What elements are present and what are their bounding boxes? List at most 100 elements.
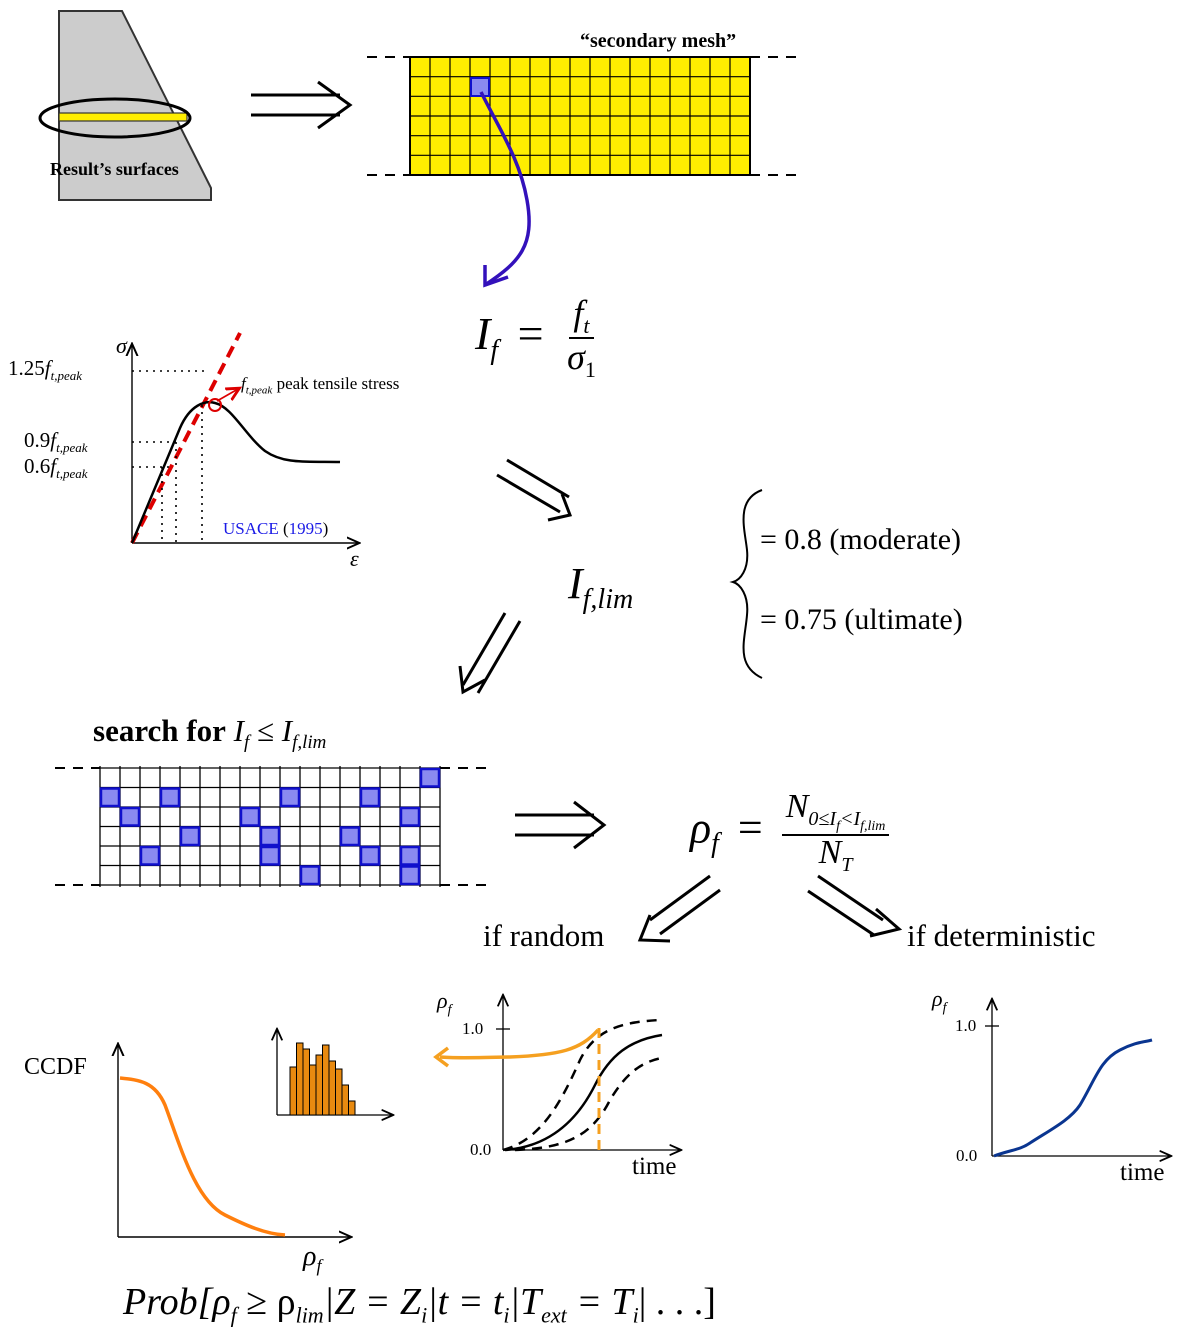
histogram-bar [322,1044,330,1116]
prob-sub-f: f [230,1302,237,1328]
eq-075: = 0.75 [760,603,837,636]
tick-00-random: 0.0 [470,1140,492,1159]
search-sub-f: f [243,732,250,754]
n0-sub: 0≤If<If,lim [808,807,885,834]
usace-year: 1995 [288,519,323,538]
failed-cell [159,787,181,808]
rho-axis-ccdf-sub: f [316,1255,322,1276]
nt-sub: T [841,853,853,876]
n0-symbol: N [785,788,809,825]
tick-125: 1.25ft,peak [8,356,82,383]
implies-arrow-3 [458,612,522,695]
n0-sub-lt: <I [839,807,861,830]
rho-axis-det-sub: f [942,1000,947,1016]
ultimate-value: = 0.75 (ultimate) [760,605,963,635]
histogram-bar [309,1064,317,1116]
search-title: search for If ≤ If,lim [93,715,326,752]
tick-125-f: f [44,356,51,380]
tick-06-sub: t,peak [56,466,88,482]
implies-arrow-2 [496,458,573,522]
prob-g: | . . .] [638,1281,716,1323]
sigma-subscript: 1 [584,357,596,383]
tick-10-det: 1.0 [955,1016,977,1035]
iflim-symbol: I [568,559,583,608]
prob-c: |Z = Z [323,1281,422,1323]
rho-symbol: ρ [690,803,712,853]
failed-cell [239,806,261,827]
epsilon-axis-label: ε [350,546,359,571]
nt-symbol: N [818,833,842,871]
histogram-bar [328,1060,336,1116]
peak-note: peak tensile stress [276,374,400,393]
prob-sub-lim: lim [295,1302,324,1328]
histogram-bar [296,1042,304,1116]
ccdf-label: CCDF [24,1054,87,1080]
prob-f: = T [576,1281,633,1323]
if-formula: If = ft σ1 [475,293,596,383]
tick-09: 0.9ft,peak [24,428,88,456]
rho-subscript: f [711,828,719,860]
rho-formula: ρf = N0≤If<If,lim NT [690,788,890,876]
moderate-value: = 0.8 (moderate) [760,525,961,555]
tick-09-sub: t,peak [56,440,88,456]
search-le: ≤ [256,713,274,748]
failed-cell [339,826,361,847]
rho-axis-ccdf: ρf [303,1243,321,1275]
n0-sub-f: f [836,818,840,834]
failed-cell [99,787,121,808]
moderate-label: (moderate) [829,523,962,556]
sigma-symbol: σ [567,337,585,378]
time-label-random: time [632,1153,677,1180]
search-rhs: I [281,713,293,748]
prob-e: |T [509,1281,542,1323]
rho-axis-ccdf-symbol: ρ [303,1241,317,1272]
histogram-bar [315,1054,323,1116]
secondary-mesh-label: “secondary mesh” [580,30,737,52]
time-label-det: time [1120,1159,1165,1186]
prob-d: |t = t [427,1281,504,1323]
dam-section [38,10,212,201]
tick-06: 0.6ft,peak [24,456,88,482]
curly-brace [729,489,763,679]
implies-arrow-1 [251,80,353,130]
rho-axis-random-sub: f [447,1002,452,1018]
if-random-label: if random [483,918,605,953]
tick-00-det: 0.0 [956,1146,978,1165]
peak-annotation: ft,peak peak tensile stress [241,375,399,396]
failed-cell [399,865,421,886]
stress-strain-plot [132,332,358,543]
implies-arrow-deterministic [807,874,903,938]
prob-sub-ext: ext [541,1302,567,1328]
usace-citation: USACE (1995) [223,519,329,538]
ultimate-label: (ultimate) [844,603,963,636]
rho-time-random-plot [433,996,680,1150]
if-deterministic-label: if deterministic [907,918,1096,953]
failed-cell [299,865,321,886]
probability-formula: Prob[ρf ≥ ρlim|Z = Zi|t = ti|Text = Ti| … [123,1283,716,1327]
implies-arrow-random [637,874,721,943]
failed-cell [259,845,281,866]
n0-sub-a: 0≤I [808,807,837,830]
search-i: I [233,713,244,748]
ccdf-plot [118,1045,350,1237]
if-symbol: I [475,307,491,359]
prob-sub-i3: i [632,1302,639,1328]
usace-name: USACE [223,519,279,538]
prob-b: ≥ ρ [246,1281,296,1323]
peak-sub: t,peak [245,384,273,397]
histogram-bar [341,1084,349,1116]
rho-axis-det: ρf [932,988,946,1015]
tick-09-value: 0.9 [24,428,51,452]
tick-09-f: f [50,428,57,452]
histogram-bar [289,1066,297,1116]
failed-cell [359,787,381,808]
prob-a: Prob[ρ [123,1281,231,1323]
tick-125-value: 1.25 [8,356,45,380]
eq-08: = 0.8 [760,523,822,556]
secondary-mesh [367,56,800,288]
n0-sub-lim: f,lim [860,818,886,834]
implies-arrow-4 [515,800,607,850]
prob-sub-i2: i [503,1302,510,1328]
histogram-bar [335,1068,343,1116]
